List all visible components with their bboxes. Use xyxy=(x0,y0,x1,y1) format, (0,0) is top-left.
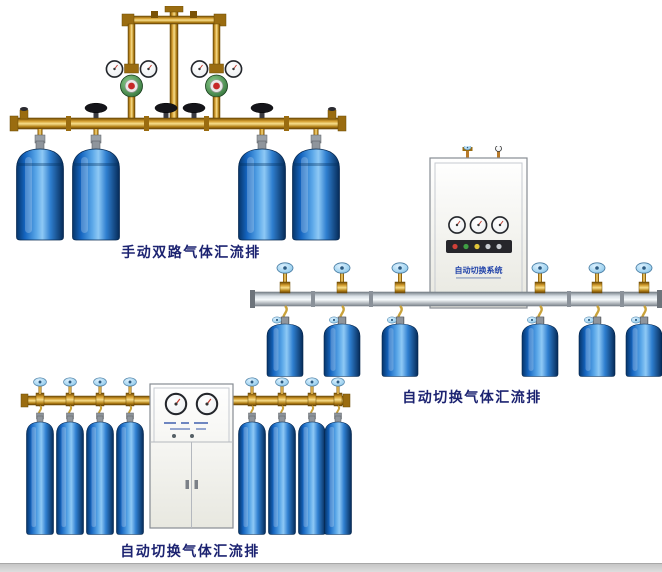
valve-handwheel-icon xyxy=(93,377,107,387)
page-bottom-border xyxy=(0,563,662,572)
door-handle xyxy=(194,480,198,489)
valve-handwheel-icon xyxy=(275,377,289,387)
pressure-gauge-icon xyxy=(469,216,488,234)
figure-manual-dual-manifold xyxy=(9,6,347,241)
valve-handwheel-icon xyxy=(63,377,77,387)
valve-handwheel-icon xyxy=(630,316,642,324)
pressure-regulator-left xyxy=(106,61,156,119)
cylinder-station xyxy=(26,377,54,535)
valve-handwheel-icon xyxy=(250,102,274,118)
valve-handwheel-icon xyxy=(328,316,340,324)
cylinder-station xyxy=(324,377,352,535)
pressure-gauge-icon xyxy=(195,392,219,416)
cylinder-station xyxy=(268,377,296,535)
cylinder-station xyxy=(266,262,304,377)
gas-cylinder xyxy=(116,415,144,535)
shutoff-valve-handwheels xyxy=(84,102,274,118)
valve-handwheel-icon xyxy=(333,262,351,274)
gas-cylinder xyxy=(578,316,616,377)
valve-handwheel-icon xyxy=(123,377,137,387)
valve-handwheel-icon xyxy=(245,377,259,387)
gas-cylinder xyxy=(323,316,361,377)
valve-handwheel-icon xyxy=(305,377,319,387)
valve-handwheel-icon xyxy=(635,262,653,274)
valve-handwheel-icon xyxy=(463,146,472,151)
cylinder-station xyxy=(298,377,326,535)
pressure-gauge-icon xyxy=(448,216,466,234)
manifold-pipe xyxy=(9,107,347,132)
valve-handwheel-icon xyxy=(391,262,409,274)
manifold-tube xyxy=(250,290,662,308)
valve-handwheel-icon xyxy=(588,262,606,274)
control-cabinet: 自动切换系统 xyxy=(429,146,528,309)
gas-cylinder xyxy=(324,415,352,535)
caption-auto-switch-floor: 自动切换气体汇流排 xyxy=(120,543,260,559)
cylinder-station xyxy=(625,262,662,377)
valve-handwheel-icon xyxy=(386,316,398,324)
gas-cylinder xyxy=(268,415,296,535)
valve-handwheel-icon xyxy=(271,316,283,324)
valve-handwheel-icon xyxy=(33,377,47,387)
small-gauge-icon xyxy=(495,146,502,152)
cylinder-station xyxy=(578,262,616,377)
valve-handwheel-icon xyxy=(331,377,345,387)
gas-cylinder xyxy=(381,316,419,377)
pressure-gauge-icon xyxy=(164,392,188,416)
gas-cylinder xyxy=(625,316,662,377)
cabinet-label: 自动切换系统 xyxy=(455,265,503,275)
pressure-gauge-icon xyxy=(491,216,509,234)
gas-cylinder xyxy=(56,415,84,535)
cylinder-station xyxy=(521,262,559,377)
caption-auto-switch-wall: 自动切换气体汇流排 xyxy=(402,389,542,405)
cylinder-station xyxy=(238,377,266,535)
cylinder-station xyxy=(86,377,114,535)
cylinder-station xyxy=(116,377,144,535)
gas-cylinder xyxy=(26,415,54,535)
gas-cylinder xyxy=(72,140,120,241)
gas-cylinder xyxy=(298,415,326,535)
gas-cylinder xyxy=(86,415,114,535)
door-handle xyxy=(185,480,189,489)
gas-cylinder xyxy=(16,140,64,241)
valve-handwheel-icon xyxy=(154,102,178,118)
figure-auto-switch-wall: 自动切换系统 xyxy=(250,146,662,377)
caption-manual-dual-manifold: 手动双路气体汇流排 xyxy=(121,244,261,260)
cylinder-station xyxy=(56,377,84,535)
valve-handwheel-icon xyxy=(84,102,108,118)
cylinder-station xyxy=(381,262,419,377)
valve-handwheel-icon xyxy=(583,316,595,324)
valve-handwheel-icon xyxy=(526,316,538,324)
valve-handwheel-icon xyxy=(182,102,206,118)
valve-handwheel-icon xyxy=(276,262,294,274)
header-piping xyxy=(121,6,227,121)
gas-cylinder xyxy=(266,316,304,377)
valve-handwheel-icon xyxy=(531,262,549,274)
control-cabinet xyxy=(149,383,234,529)
gas-cylinder xyxy=(521,316,559,377)
gas-cylinder xyxy=(238,415,266,535)
figure-auto-switch-floor xyxy=(20,377,352,535)
cylinder-station xyxy=(323,262,361,377)
